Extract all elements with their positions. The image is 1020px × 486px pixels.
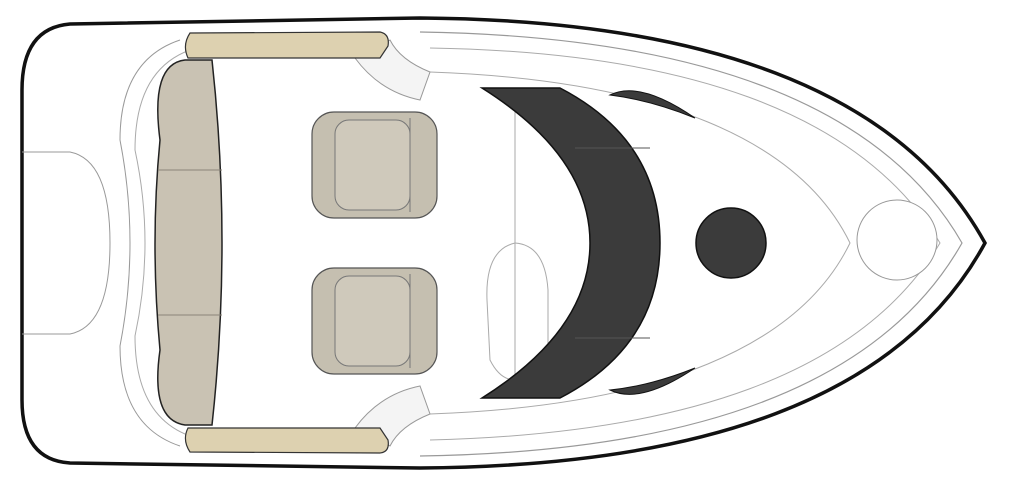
side-window-bottom — [608, 367, 696, 395]
console — [486, 100, 516, 381]
windshield — [479, 87, 661, 399]
hull-outline — [20, 16, 987, 470]
anchor-locker — [856, 199, 938, 281]
seat-starboard — [311, 267, 438, 375]
cushion-top — [184, 31, 389, 59]
gunwale-line — [419, 31, 963, 457]
cushion-bottom — [184, 427, 389, 454]
gunwale-line-inner — [429, 47, 941, 441]
swim-platform — [22, 151, 111, 335]
side-window-top — [608, 90, 696, 119]
deck-hatch — [695, 207, 767, 279]
cockpit-outline-2 — [134, 49, 191, 437]
console-box — [514, 242, 549, 360]
cockpit-outline — [119, 39, 181, 447]
seat-port — [311, 111, 438, 219]
rear-bench — [154, 59, 223, 426]
